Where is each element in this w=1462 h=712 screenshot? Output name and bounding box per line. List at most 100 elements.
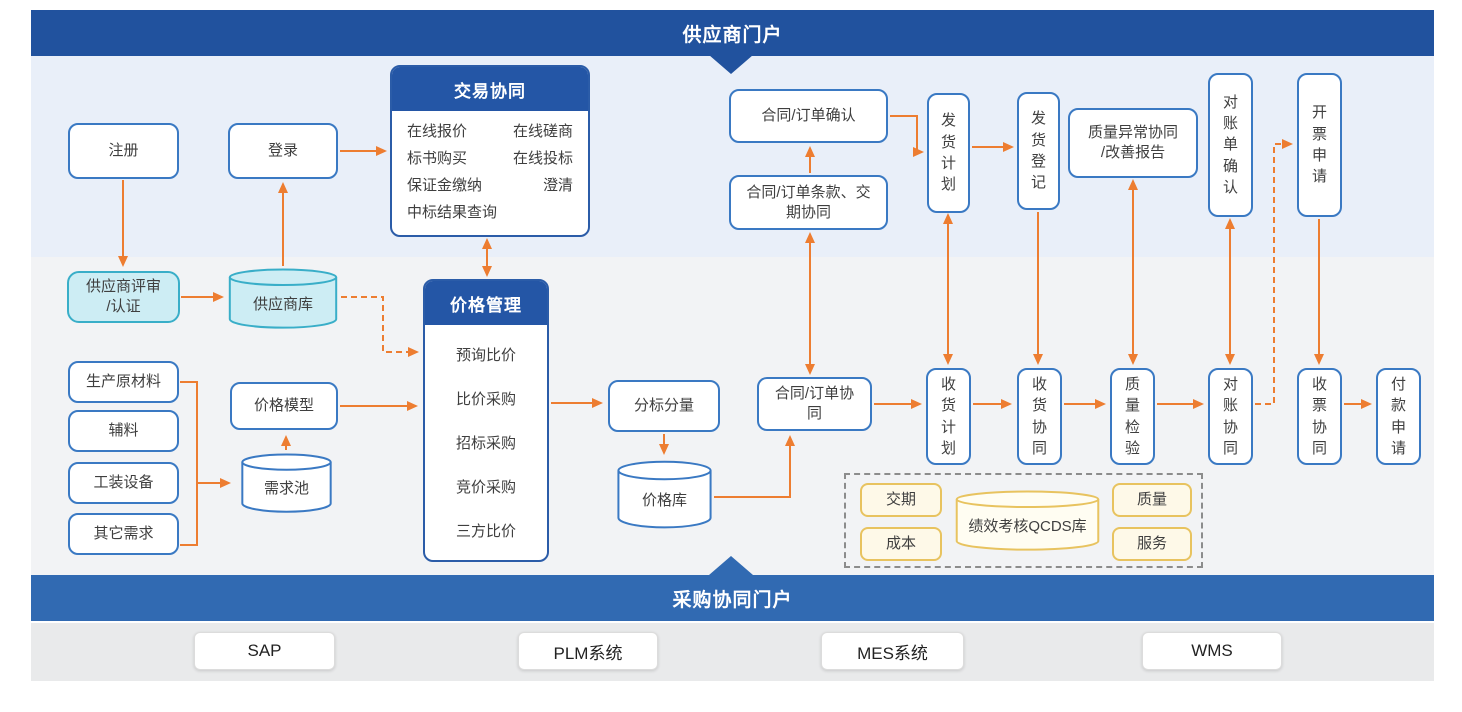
node-contract-collab: 合同/订单协 同: [757, 377, 872, 431]
node-invoice-request: 开票申请: [1297, 73, 1342, 217]
node-ship-register-label: 发货登记: [1030, 110, 1046, 192]
system-sap: SAP: [194, 632, 335, 670]
procurement-portal-banner-label: 采购协同门户: [672, 589, 793, 611]
cylinder-price-db-label: 价格库: [641, 491, 687, 509]
node-ship-plan: 发货计划: [927, 93, 970, 213]
cylinder-price-db: 价格库: [616, 460, 713, 530]
node-split-bid-label: 分标分量: [633, 397, 694, 415]
node-invoice-receive-label: 收票协同: [1311, 375, 1327, 457]
cylinder-qcds-db: 绩效考核QCDS库: [953, 490, 1102, 552]
trade-row: 中标结果查询: [407, 201, 573, 222]
node-demand-tooling: 工装设备: [68, 462, 179, 504]
price-item: 比价采购: [455, 391, 516, 409]
supplier-portal-banner-label: 供应商门户: [682, 24, 783, 46]
node-split-bid: 分标分量: [608, 380, 720, 432]
node-register-label: 注册: [108, 142, 139, 160]
panel-price-body: 预询比价 比价采购 招标采购 竞价采购 三方比价: [425, 325, 547, 560]
panel-trade-title: 交易协同: [392, 67, 588, 111]
cylinder-shape: [227, 268, 339, 330]
node-contract-collab-label: 合同/订单协 同: [774, 385, 855, 422]
node-contract-terms: 合同/订单条款、交 期协同: [729, 175, 888, 230]
node-login-label: 登录: [267, 142, 298, 160]
node-contract-confirm: 合同/订单确认: [729, 89, 888, 143]
node-quality-inspect: 质量检验: [1110, 368, 1155, 465]
node-receive-collab: 收货协同: [1017, 368, 1062, 465]
panel-price-title: 价格管理: [425, 281, 547, 325]
system-wms: WMS: [1142, 632, 1282, 670]
procurement-portal-banner: 采购协同门户: [31, 575, 1434, 621]
node-receive-plan-label: 收货计划: [940, 375, 956, 457]
node-quality-abnormal-label: 质量异常协同 /改善报告: [1087, 124, 1178, 161]
trade-row: 保证金缴纳 澄清: [407, 174, 573, 195]
node-payment-request-label: 付款申请: [1390, 375, 1406, 457]
trade-item: 中标结果查询: [407, 204, 498, 221]
node-login: 登录: [228, 123, 338, 179]
node-price-model: 价格模型: [230, 382, 338, 430]
trade-item: 在线投标: [512, 150, 573, 167]
panel-trade-body: 在线报价 在线磋商 标书购买 在线投标 保证金缴纳 澄清 中标结果查询: [392, 111, 588, 235]
trade-item: 澄清: [542, 177, 573, 194]
node-ship-register: 发货登记: [1017, 92, 1060, 210]
node-contract-terms-label: 合同/订单条款、交 期协同: [746, 183, 871, 221]
trade-item: 标书购买: [407, 150, 468, 167]
cylinder-shape: [240, 453, 333, 514]
node-ship-plan-label: 发货计划: [940, 112, 956, 194]
qcds-dashed-frame: [844, 473, 1203, 568]
node-demand-auxiliary: 辅料: [68, 410, 179, 452]
panel-trade-collaboration: 交易协同 在线报价 在线磋商 标书购买 在线投标 保证金缴纳 澄清 中标结果查询: [390, 65, 590, 237]
system-mes-label: MES系统: [857, 643, 928, 663]
node-contract-confirm-label: 合同/订单确认: [761, 107, 856, 125]
node-demand-label: 辅料: [108, 422, 139, 440]
cylinder-qcds-db-label: 绩效考核QCDS库: [968, 517, 1087, 535]
node-invoice-request-label: 开票申请: [1311, 104, 1327, 186]
node-qcds-service-label: 服务: [1136, 535, 1167, 553]
cylinder-shape: [953, 490, 1102, 552]
node-supplier-review: 供应商评审 /认证: [67, 271, 180, 323]
system-wms-label: WMS: [1191, 641, 1233, 660]
node-qcds-quality-label: 质量: [1136, 491, 1167, 509]
node-quality-abnormal: 质量异常协同 /改善报告: [1068, 108, 1198, 178]
node-supplier-review-label: 供应商评审 /认证: [85, 278, 161, 315]
trade-row: 在线报价 在线磋商: [407, 120, 573, 141]
node-invoice-receive: 收票协同: [1297, 368, 1342, 465]
node-demand-other: 其它需求: [68, 513, 179, 555]
cylinder-supplier-db-label: 供应商库: [252, 295, 313, 313]
node-payment-request: 付款申请: [1376, 368, 1421, 465]
node-statement-confirm: 对账单确认: [1208, 73, 1253, 217]
node-demand-raw-material: 生产原材料: [68, 361, 179, 403]
node-demand-label: 其它需求: [93, 525, 154, 543]
node-reconcile-collab-label: 对账协同: [1222, 375, 1238, 457]
node-quality-inspect-label: 质量检验: [1124, 375, 1140, 457]
node-reconcile-collab: 对账协同: [1208, 368, 1253, 465]
node-qcds-delivery-label: 交期: [885, 491, 916, 509]
system-mes: MES系统: [821, 632, 964, 670]
node-qcds-cost-label: 成本: [885, 535, 916, 553]
cylinder-shape: [616, 460, 713, 530]
node-demand-label: 工装设备: [93, 474, 154, 492]
node-demand-label: 生产原材料: [85, 373, 161, 391]
node-price-model-label: 价格模型: [253, 397, 314, 415]
price-item: 预询比价: [455, 347, 516, 365]
node-register: 注册: [68, 123, 179, 179]
node-qcds-service: 服务: [1112, 527, 1192, 561]
trade-row: 标书购买 在线投标: [407, 147, 573, 168]
node-receive-collab-label: 收货协同: [1031, 375, 1047, 457]
cylinder-supplier-db: 供应商库: [227, 268, 339, 330]
node-receive-plan: 收货计划: [926, 368, 971, 465]
system-plm-label: PLM系统: [553, 643, 623, 663]
trade-item: 保证金缴纳: [407, 177, 483, 194]
node-statement-confirm-label: 对账单确认: [1222, 93, 1238, 196]
node-qcds-cost: 成本: [860, 527, 942, 561]
price-item: 竞价采购: [455, 478, 516, 496]
trade-item: 在线报价: [407, 123, 468, 140]
supplier-portal-banner: 供应商门户: [31, 10, 1434, 56]
cylinder-demand-pool-label: 需求池: [263, 480, 309, 497]
system-plm: PLM系统: [518, 632, 658, 670]
node-qcds-quality: 质量: [1112, 483, 1192, 517]
price-item: 三方比价: [455, 522, 516, 540]
panel-price-management: 价格管理 预询比价 比价采购 招标采购 竞价采购 三方比价: [423, 279, 549, 562]
node-qcds-delivery: 交期: [860, 483, 942, 517]
trade-item: 在线磋商: [512, 123, 573, 140]
cylinder-demand-pool: 需求池: [240, 453, 333, 514]
